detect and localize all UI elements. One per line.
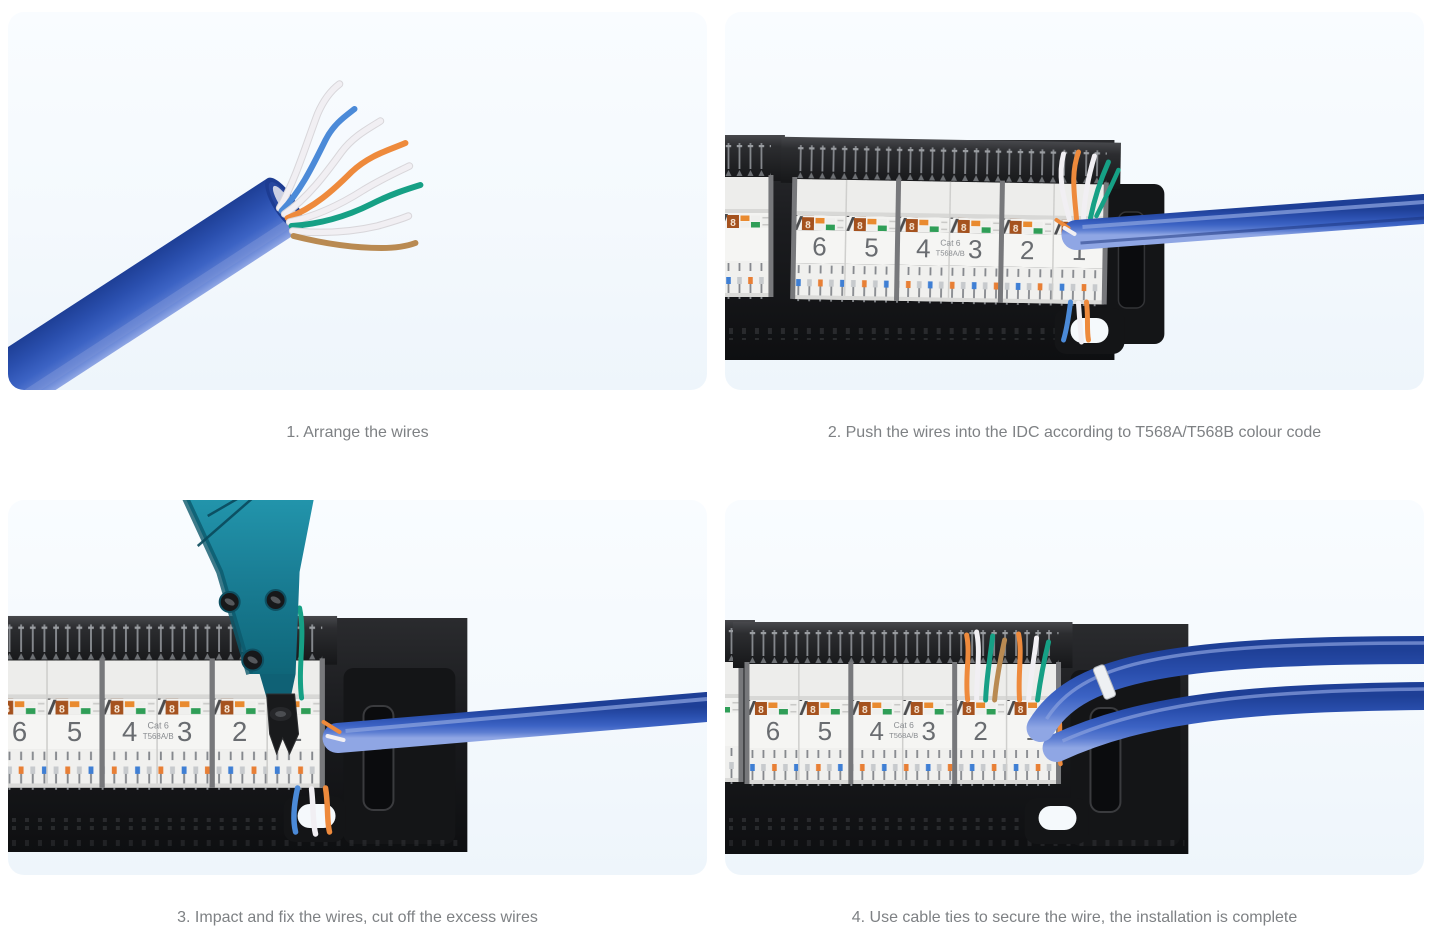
mounting-hole <box>1038 806 1077 830</box>
blue-cable <box>321 692 707 753</box>
step-4-caption-cell: 4. Use cable ties to secure the wire, th… <box>725 875 1424 935</box>
blue-cable-upper <box>1026 636 1424 742</box>
tool-screws <box>218 589 287 672</box>
excess-wires-bottom <box>291 785 333 837</box>
step-2-caption: 2. Push the wires into the IDC according… <box>827 424 1322 441</box>
step-2-caption-cell: 2. Push the wires into the IDC according… <box>725 390 1424 500</box>
excess-wires-bottom <box>1061 299 1091 345</box>
green-wire <box>297 605 305 701</box>
punch-down-tool <box>182 500 314 756</box>
patch-panel <box>725 135 1165 360</box>
step-1-caption: 1. Arrange the wires <box>286 424 429 441</box>
step-3-photo <box>8 500 707 875</box>
blue-cable <box>1054 194 1424 250</box>
blue-cable <box>8 177 304 390</box>
step-1-photo <box>8 12 707 390</box>
step-3-caption: 3. Impact and fix the wires, cut off the… <box>177 909 538 926</box>
step-4-illustration <box>725 620 1424 854</box>
step-4-caption: 4. Use cable ties to secure the wire, th… <box>851 909 1298 926</box>
step-3-caption-cell: 3. Impact and fix the wires, cut off the… <box>8 875 707 935</box>
cable-tie <box>1092 664 1116 700</box>
blue-cable-lower <box>1042 682 1424 762</box>
step-1-illustration <box>8 80 424 390</box>
twisted-pair-wires <box>275 80 424 252</box>
step-2-photo <box>725 12 1424 390</box>
step-2-illustration <box>725 135 1424 360</box>
step-3-illustration <box>8 500 707 852</box>
terminated-wires-top <box>1058 149 1121 223</box>
mounting-ear <box>1024 798 1089 844</box>
patch-panel <box>8 616 468 852</box>
step-1-caption-cell: 1. Arrange the wires <box>8 390 707 500</box>
terminated-wires-top <box>964 629 1052 703</box>
step-4-photo <box>725 500 1424 875</box>
